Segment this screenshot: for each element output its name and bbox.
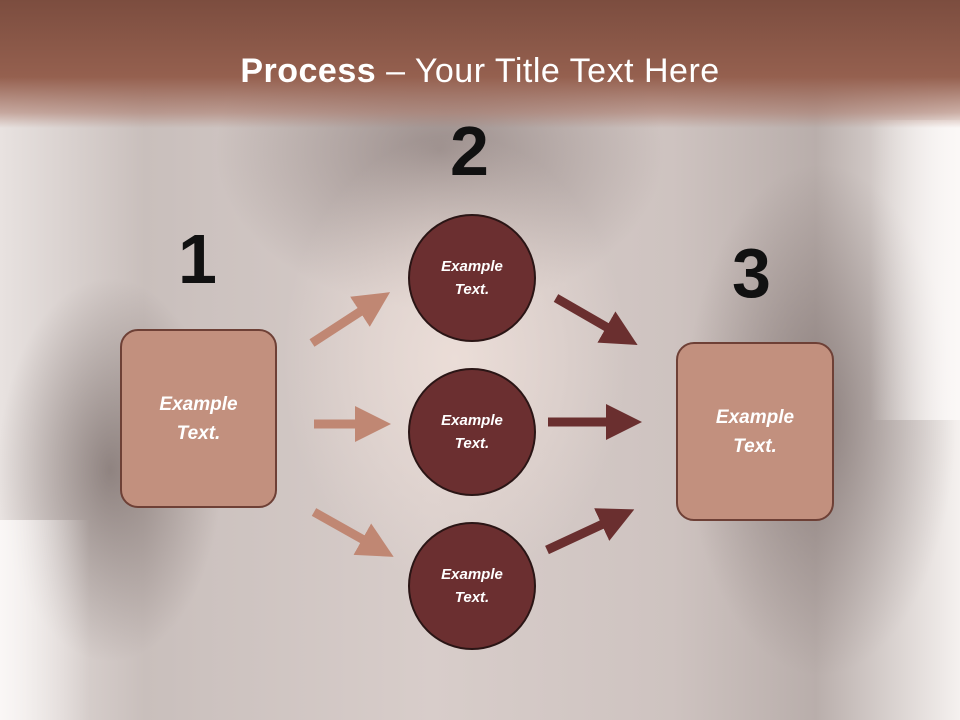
slide-title[interactable]: Process – Your Title Text Here xyxy=(0,52,960,91)
circle-text-line: Example xyxy=(441,566,503,583)
box-text-line: Text. xyxy=(176,422,221,444)
background-highlight xyxy=(0,520,90,720)
step-number-2: 2 xyxy=(450,112,489,190)
box-text-line: Example xyxy=(715,406,795,428)
box-text-line: Text. xyxy=(733,435,777,457)
circle-text-line: Text. xyxy=(454,435,490,452)
circle-text-line: Example xyxy=(441,258,503,275)
circle-text-line: Text. xyxy=(454,589,490,606)
title-banner xyxy=(0,0,960,128)
step-number-1: 1 xyxy=(178,220,217,298)
title-bold: Process xyxy=(240,52,377,90)
box-text-line: Example xyxy=(159,393,238,415)
background-highlight xyxy=(870,120,960,420)
arrow-to-circle-bottom xyxy=(311,508,394,557)
circle-text-line: Text. xyxy=(454,281,490,298)
step-number-3: 3 xyxy=(732,234,771,312)
arrow-from-circle-bottom xyxy=(545,508,635,555)
arrow-from-circle-top xyxy=(553,294,638,345)
arrow-to-circle-top xyxy=(309,292,391,347)
circle-text-line: Example xyxy=(441,412,503,429)
title-rest: – Your Title Text Here xyxy=(376,52,720,90)
